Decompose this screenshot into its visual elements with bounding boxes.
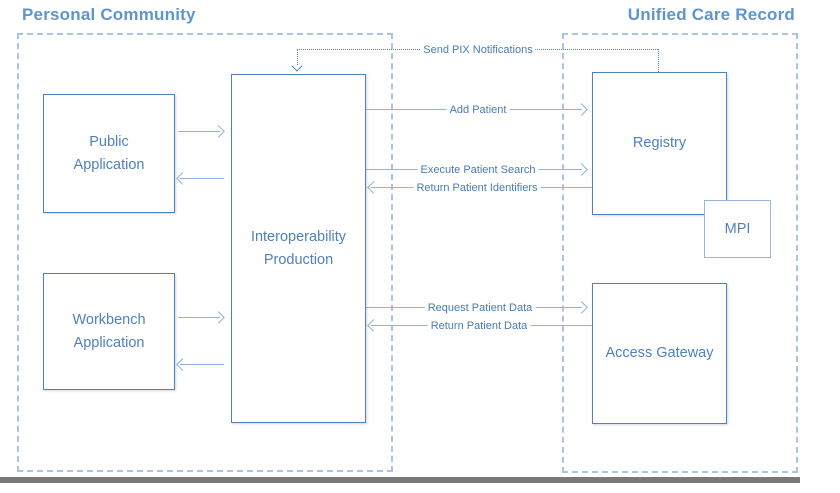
connection-label-return-patient-data: Return Patient Data [427, 319, 531, 333]
arrow-interop-to-workbench [180, 364, 224, 365]
node-access-gateway: Access Gateway [592, 283, 727, 424]
connection-label-return-patient-identifiers: Return Patient Identifiers [413, 181, 541, 195]
region-title-unified-care-record: Unified Care Record [627, 5, 795, 24]
node-interoperability-production-label: Interoperability Production [250, 228, 347, 268]
bottom-edge-bar [0, 477, 800, 483]
node-public-application-label: Public Application [73, 133, 145, 173]
node-public-application: Public Application [43, 94, 175, 213]
node-mpi-label: MPI [724, 220, 751, 237]
region-title-personal-community: Personal Community [22, 5, 196, 24]
arrow-interop-to-public [180, 178, 224, 179]
arrow-public-to-interop [178, 131, 220, 132]
region-boundary-unified-care-record [562, 33, 798, 473]
connection-label-add-patient: Add Patient [446, 103, 510, 117]
node-interoperability-production: Interoperability Production [231, 74, 366, 423]
node-registry-label: Registry [632, 135, 687, 151]
dotted-line-send-pix-rise [658, 49, 659, 72]
arrow-workbench-to-interop [178, 317, 220, 318]
connection-label-execute-patient-search: Execute Patient Search [417, 163, 539, 177]
region-boundary-personal-community [17, 33, 393, 472]
node-workbench-application-label: Workbench Application [72, 311, 146, 351]
node-mpi: MPI [704, 200, 771, 258]
dotted-line-send-pix-drop [297, 49, 298, 65]
node-access-gateway-label: Access Gateway [605, 345, 714, 361]
node-registry: Registry [592, 72, 727, 215]
connection-label-request-patient-data: Request Patient Data [424, 301, 536, 315]
connection-label-send-pix-notifications: Send PIX Notifications [420, 43, 536, 57]
node-workbench-application: Workbench Application [43, 273, 175, 390]
